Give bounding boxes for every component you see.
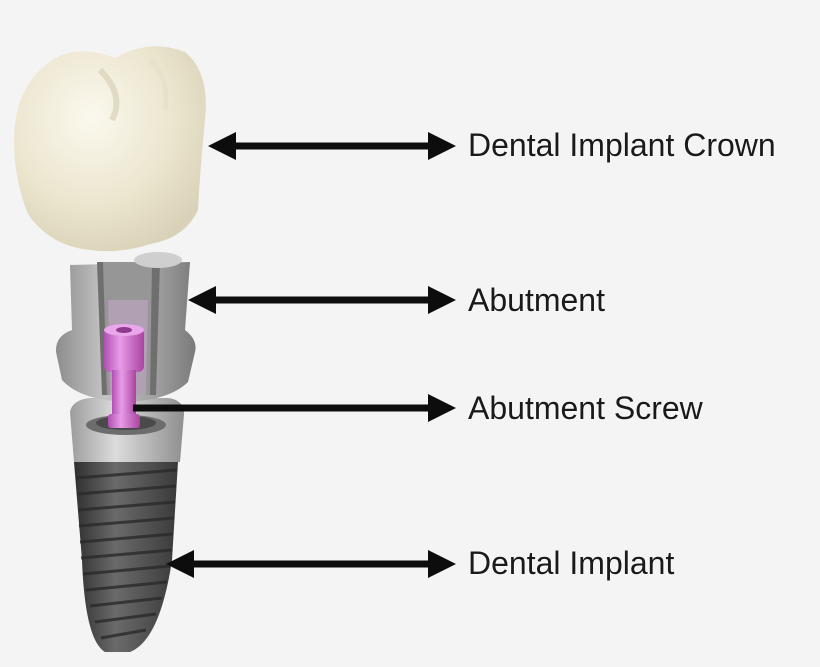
label-dental-implant-crown: Dental Implant Crown (468, 127, 776, 163)
dental-implant-shape (74, 462, 178, 652)
dental-crown-shape (14, 46, 206, 252)
abutment-screw-shape (104, 324, 144, 428)
label-abutment-screw: Abutment Screw (468, 390, 703, 426)
label-dental-implant: Dental Implant (468, 545, 675, 581)
label-abutment: Abutment (468, 282, 605, 318)
